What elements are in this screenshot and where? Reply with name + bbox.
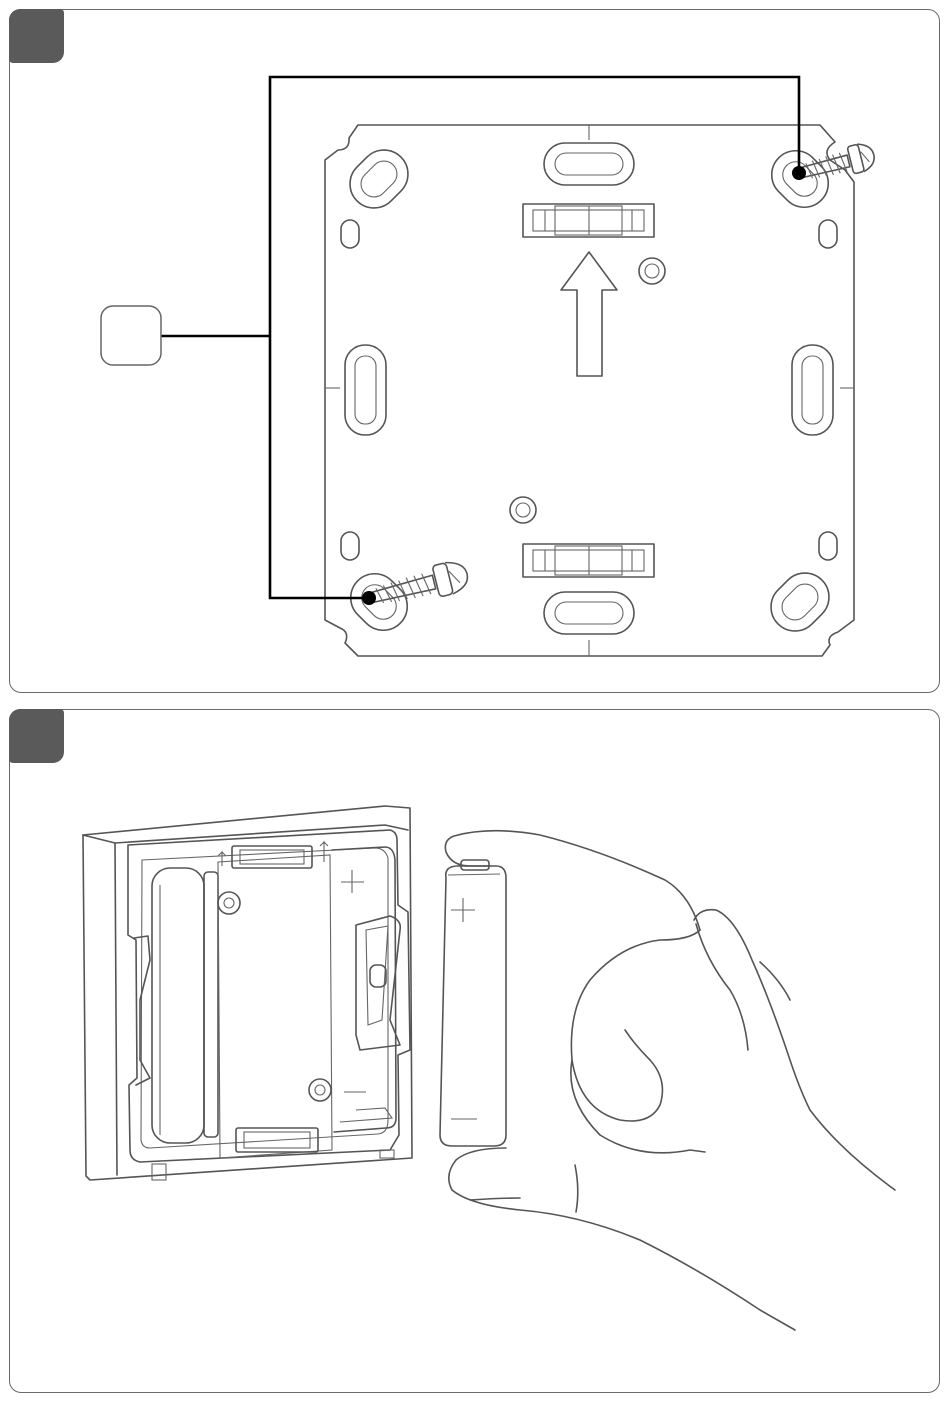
hand-icon bbox=[445, 831, 895, 1330]
screw-icon bbox=[368, 558, 471, 613]
screw-icon bbox=[799, 141, 878, 186]
callout-connector bbox=[161, 77, 806, 605]
battery-compartment-icon bbox=[83, 806, 412, 1180]
battery-icon bbox=[440, 860, 506, 1146]
up-arrow-icon bbox=[561, 252, 617, 376]
mounting-plate-icon bbox=[325, 125, 854, 656]
callout-label-box bbox=[101, 306, 161, 365]
